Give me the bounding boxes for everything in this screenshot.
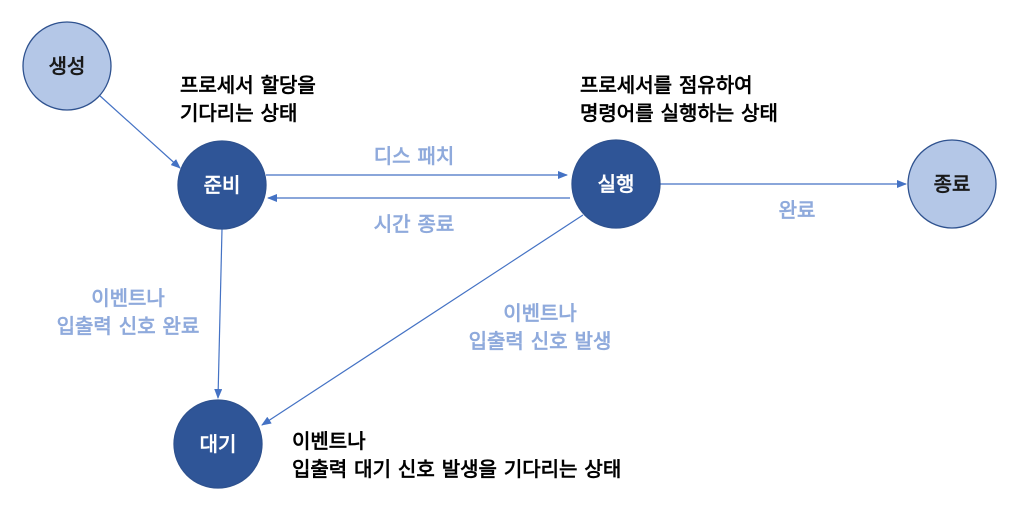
running-description-line2: 명령어를 실행하는 상태	[580, 101, 778, 125]
complete-label: 완료	[779, 198, 816, 222]
io-complete-label-line2: 입출력 신호 완료	[57, 314, 200, 338]
running-description-line1: 프로세서를 점유하여	[580, 73, 753, 97]
state-ready: 준비	[177, 140, 267, 230]
timeout-label: 시간 종료	[374, 212, 455, 236]
state-running: 실행	[571, 139, 661, 229]
state-waiting: 대기	[173, 399, 263, 489]
edge-io-occur	[261, 214, 584, 426]
ready-description-line2: 기다리는 상태	[180, 101, 297, 125]
state-ready-label: 준비	[204, 173, 241, 197]
ready-description-line1: 프로세서 할당을	[180, 73, 316, 97]
waiting-description-line2: 입출력 대기 신호 발생을 기다리는 상태	[292, 457, 621, 481]
edge-io-complete	[214, 228, 223, 399]
state-waiting-label: 대기	[200, 432, 237, 456]
state-running-label: 실행	[598, 172, 635, 196]
io-occur-label-line1: 이벤트나	[503, 301, 577, 325]
state-terminated: 종료	[907, 139, 997, 229]
dispatch-label: 디스 패치	[374, 144, 455, 168]
edge-create-to-ready	[98, 94, 181, 169]
state-create-label: 생성	[49, 54, 86, 78]
state-terminated-label: 종료	[934, 172, 971, 196]
waiting-description-line1: 이벤트나	[292, 429, 366, 453]
io-complete-label-line1: 이벤트나	[91, 286, 165, 310]
io-occur-label-line2: 입출력 신호 발생	[469, 329, 612, 353]
state-create: 생성	[22, 21, 112, 111]
